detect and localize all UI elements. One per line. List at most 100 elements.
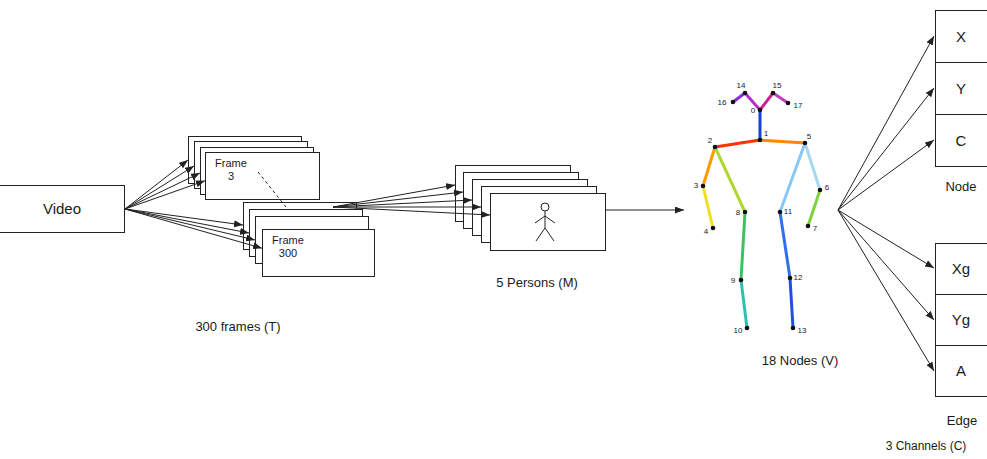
person-stack [456, 166, 606, 251]
bone [760, 140, 805, 143]
box-label: A [956, 362, 966, 379]
joint-dot [711, 226, 716, 231]
flow-arrow [125, 209, 262, 248]
bone [703, 147, 715, 186]
joint-number: 2 [708, 137, 712, 145]
frame-label: Frame 3 [212, 157, 250, 182]
joint-dot [788, 276, 793, 281]
joint-number: 8 [736, 209, 740, 217]
skeleton-joints [701, 91, 823, 331]
joint-dot [743, 210, 748, 215]
box-label: Video [43, 200, 81, 217]
caption-label: 300 frames (T) [195, 320, 280, 333]
arrow-line [125, 166, 194, 209]
figure-arm [535, 216, 545, 223]
arrow-line [125, 209, 255, 240]
joint-number: 5 [807, 133, 811, 141]
fan-arrows [333, 185, 684, 215]
channel-box: C [935, 114, 987, 167]
channel-box: X [935, 10, 987, 63]
arrow-line [838, 210, 934, 371]
joint-number: 9 [731, 277, 735, 285]
bone [760, 93, 773, 110]
joint-dot [731, 100, 736, 105]
joint-number: 16 [718, 99, 727, 107]
joint-dot [818, 188, 823, 193]
frame-sheet [206, 153, 320, 200]
arrow-line [333, 192, 463, 207]
skeleton [703, 93, 820, 328]
joint-number: 14 [737, 82, 746, 90]
joint-number: 0 [751, 107, 755, 115]
arrow-line [605, 210, 684, 211]
box-label: C [956, 132, 967, 149]
flow-arrow [125, 181, 205, 209]
bone [780, 143, 805, 212]
frame-sheet [263, 230, 375, 277]
arrow-line [838, 140, 934, 210]
channel-box: Yg [935, 294, 987, 346]
arrow-line [838, 36, 934, 210]
caption-label: 3 Channels (C) [886, 440, 967, 452]
box-label: Xg [952, 260, 970, 277]
bone [790, 278, 793, 328]
joint-number: 11 [784, 208, 792, 216]
process-box: Video [0, 185, 125, 233]
box-label: Yg [952, 311, 970, 328]
caption-label: Node [945, 180, 976, 193]
arrow-line [838, 88, 934, 210]
figure-arm [545, 216, 555, 223]
channel-box: Xg [935, 243, 987, 295]
joint-dot [739, 278, 744, 283]
joint-dot [758, 108, 763, 113]
arrow-line [333, 207, 481, 208]
channel-box: A [935, 345, 987, 397]
frame-box: Frame 300 [262, 229, 375, 277]
bone [741, 280, 747, 328]
arrow-line [838, 210, 934, 320]
bone [715, 140, 760, 147]
frame-box: Frame 3 [205, 152, 320, 200]
ellipsis-dash [258, 172, 286, 207]
joint-dot [786, 101, 791, 106]
joint-number: 13 [798, 327, 807, 335]
figure-leg [536, 228, 545, 241]
bone [780, 212, 790, 278]
figure-head [541, 203, 549, 211]
joint-dot [791, 326, 796, 331]
joint-dot [771, 91, 776, 96]
stick-figure [535, 203, 555, 241]
frame-stack [189, 137, 320, 200]
joint-number: 4 [704, 228, 708, 236]
arrow-line [333, 207, 490, 215]
box-label: Y [956, 80, 966, 97]
bone [805, 143, 820, 190]
caption-label: 18 Nodes (V) [762, 354, 839, 367]
joint-number: 3 [694, 182, 698, 190]
joint-dot [743, 91, 748, 96]
arrow-line [125, 173, 200, 209]
fan-arrows [838, 36, 934, 371]
box-label: X [956, 28, 966, 45]
joint-dot [803, 141, 808, 146]
joint-dot [806, 224, 811, 229]
joint-number: 6 [825, 184, 829, 192]
arrow-line [125, 209, 249, 233]
joint-dot [745, 326, 750, 331]
figure-body [545, 211, 546, 228]
bone [741, 212, 745, 280]
arrow-line [838, 210, 934, 268]
channel-box: Y [935, 62, 987, 115]
joint-number: 1 [764, 130, 768, 138]
bone [808, 190, 820, 226]
frame-label: Frame 300 [269, 234, 307, 259]
joint-dot [701, 184, 706, 189]
arrow-line [333, 200, 472, 207]
caption-label: Edge [947, 414, 977, 427]
bone [773, 93, 788, 103]
joint-dot [778, 210, 783, 215]
bone [715, 147, 745, 212]
